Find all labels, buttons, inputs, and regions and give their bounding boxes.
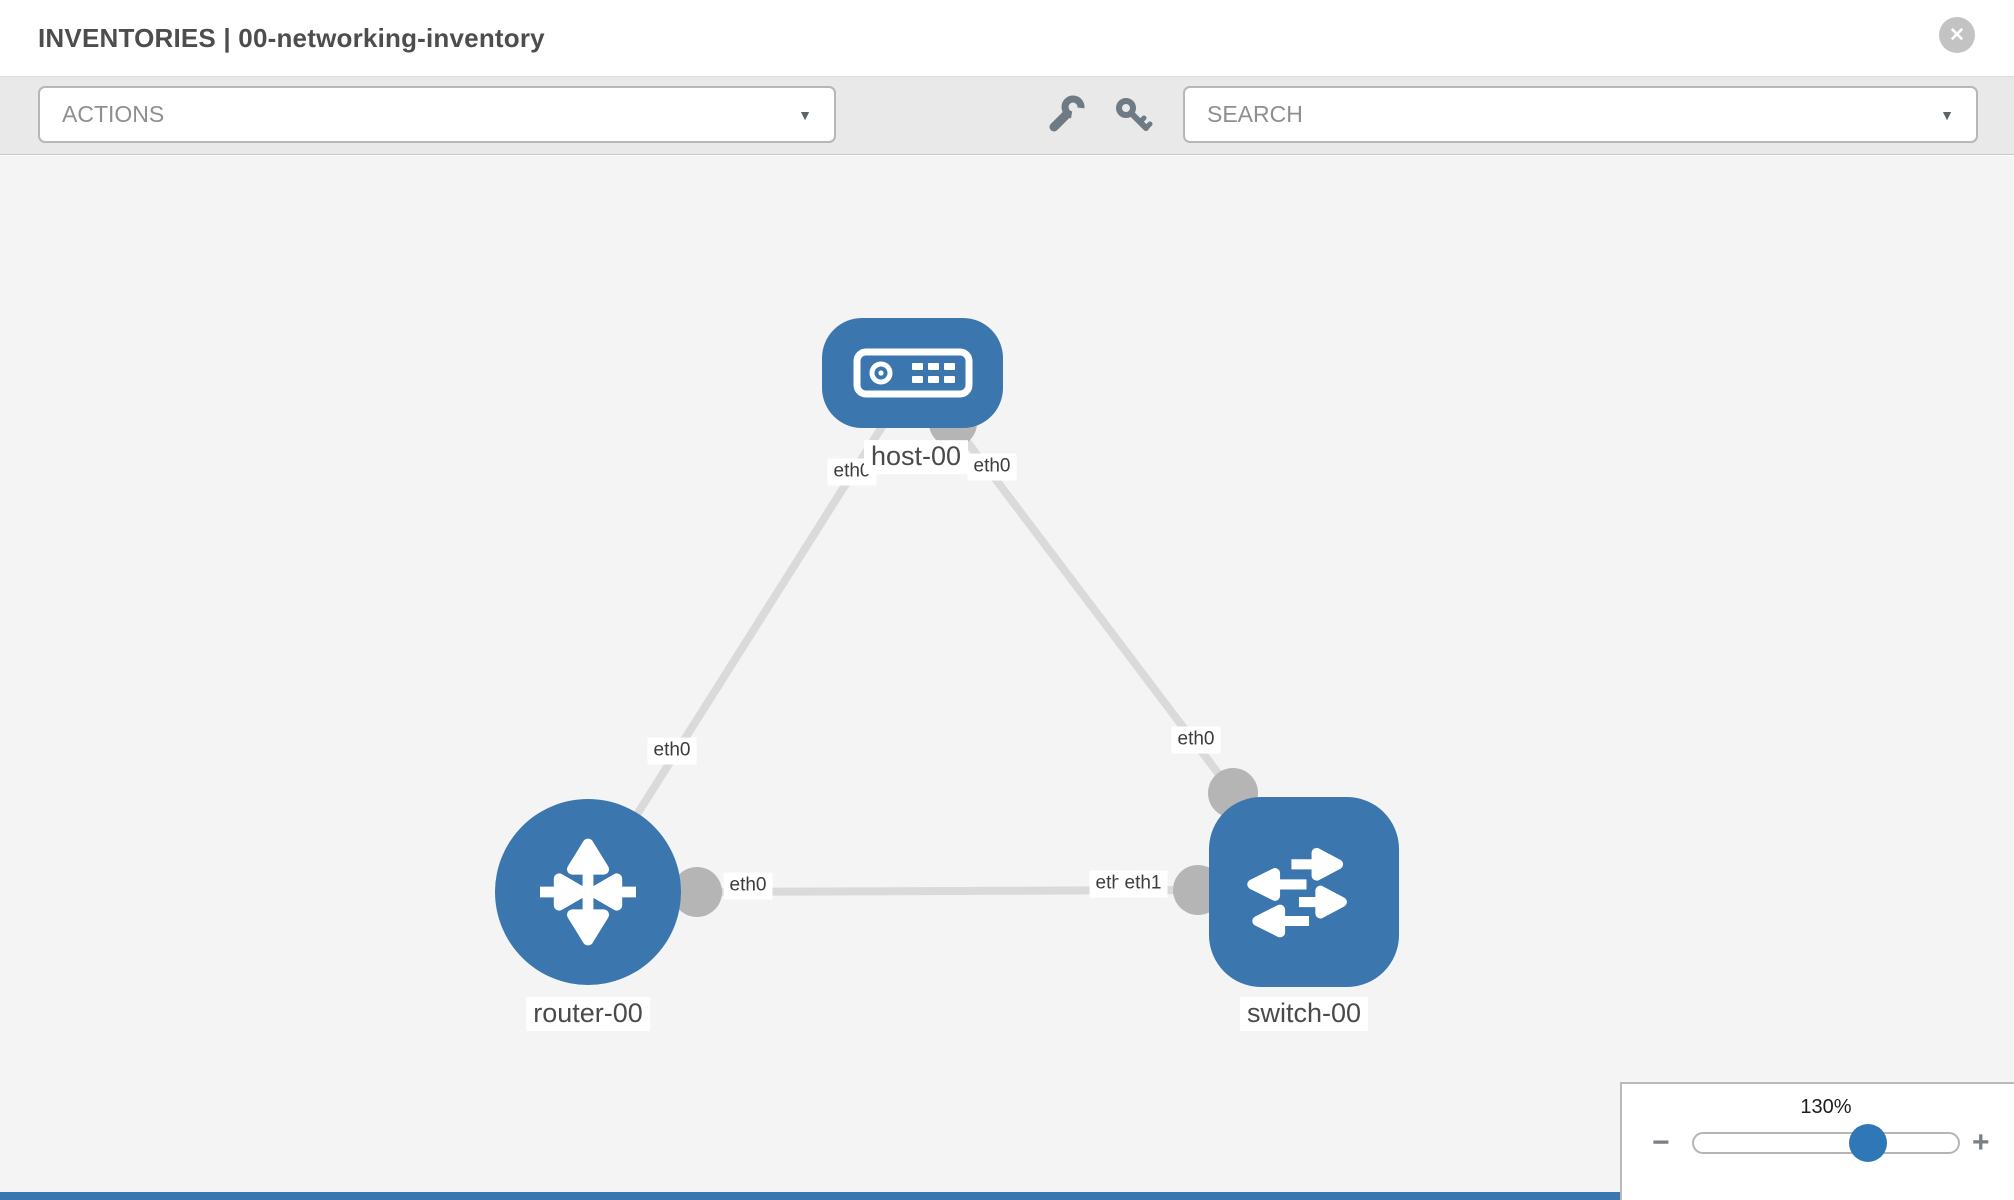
node-label-router: router-00 [526,997,650,1031]
iface-label: eth0 [723,872,773,900]
iface-label: eth0 [1171,726,1221,754]
search-dropdown[interactable]: SEARCH ▼ [1183,86,1978,143]
chevron-down-icon: ▼ [798,106,812,123]
wrench-icon[interactable] [1045,94,1087,136]
host-icon [853,348,972,398]
node-host[interactable] [822,318,1003,428]
node-switch[interactable] [1209,797,1399,987]
search-dropdown-label: SEARCH [1207,101,1303,127]
page-title: INVENTORIES | 00-networking-inventory [38,22,545,53]
interface-connector [672,867,722,917]
switch-icon [1247,847,1347,938]
actions-dropdown[interactable]: ACTIONS ▼ [38,86,836,143]
iface-label: eth0 [647,737,697,765]
zoom-in-button[interactable]: + [1972,1126,1990,1159]
topology-canvas[interactable]: eth0 eth0 eth0 eth0 eth0 eth0 eth1 host-… [0,156,2014,1200]
zoom-slider-track[interactable] [1692,1124,1960,1162]
key-icon[interactable] [1113,94,1155,136]
zoom-out-button[interactable]: − [1652,1126,1670,1159]
close-button[interactable]: ✕ [1939,17,1975,53]
zoom-level: 130% [1800,1096,1852,1118]
zoom-panel: 130% − + [1620,1082,2014,1200]
chevron-down-icon: ▼ [1940,106,1954,123]
iface-label: eth1 [1118,870,1168,898]
header: INVENTORIES | 00-networking-inventory ✕ [0,0,2014,76]
zoom-slider-handle[interactable] [1849,1124,1887,1162]
toolbar: ACTIONS ▼ SEARCH ▼ [0,76,2014,155]
iface-label: eth0 [967,453,1017,481]
close-icon: ✕ [1949,24,1965,46]
node-label-host: host-00 [863,440,969,474]
router-icon [540,838,636,946]
bottom-accent-bar [0,1192,1620,1200]
links-layer [584,370,1258,917]
node-router[interactable] [495,799,681,985]
node-label-switch: switch-00 [1239,997,1369,1031]
actions-dropdown-label: ACTIONS [62,101,165,127]
